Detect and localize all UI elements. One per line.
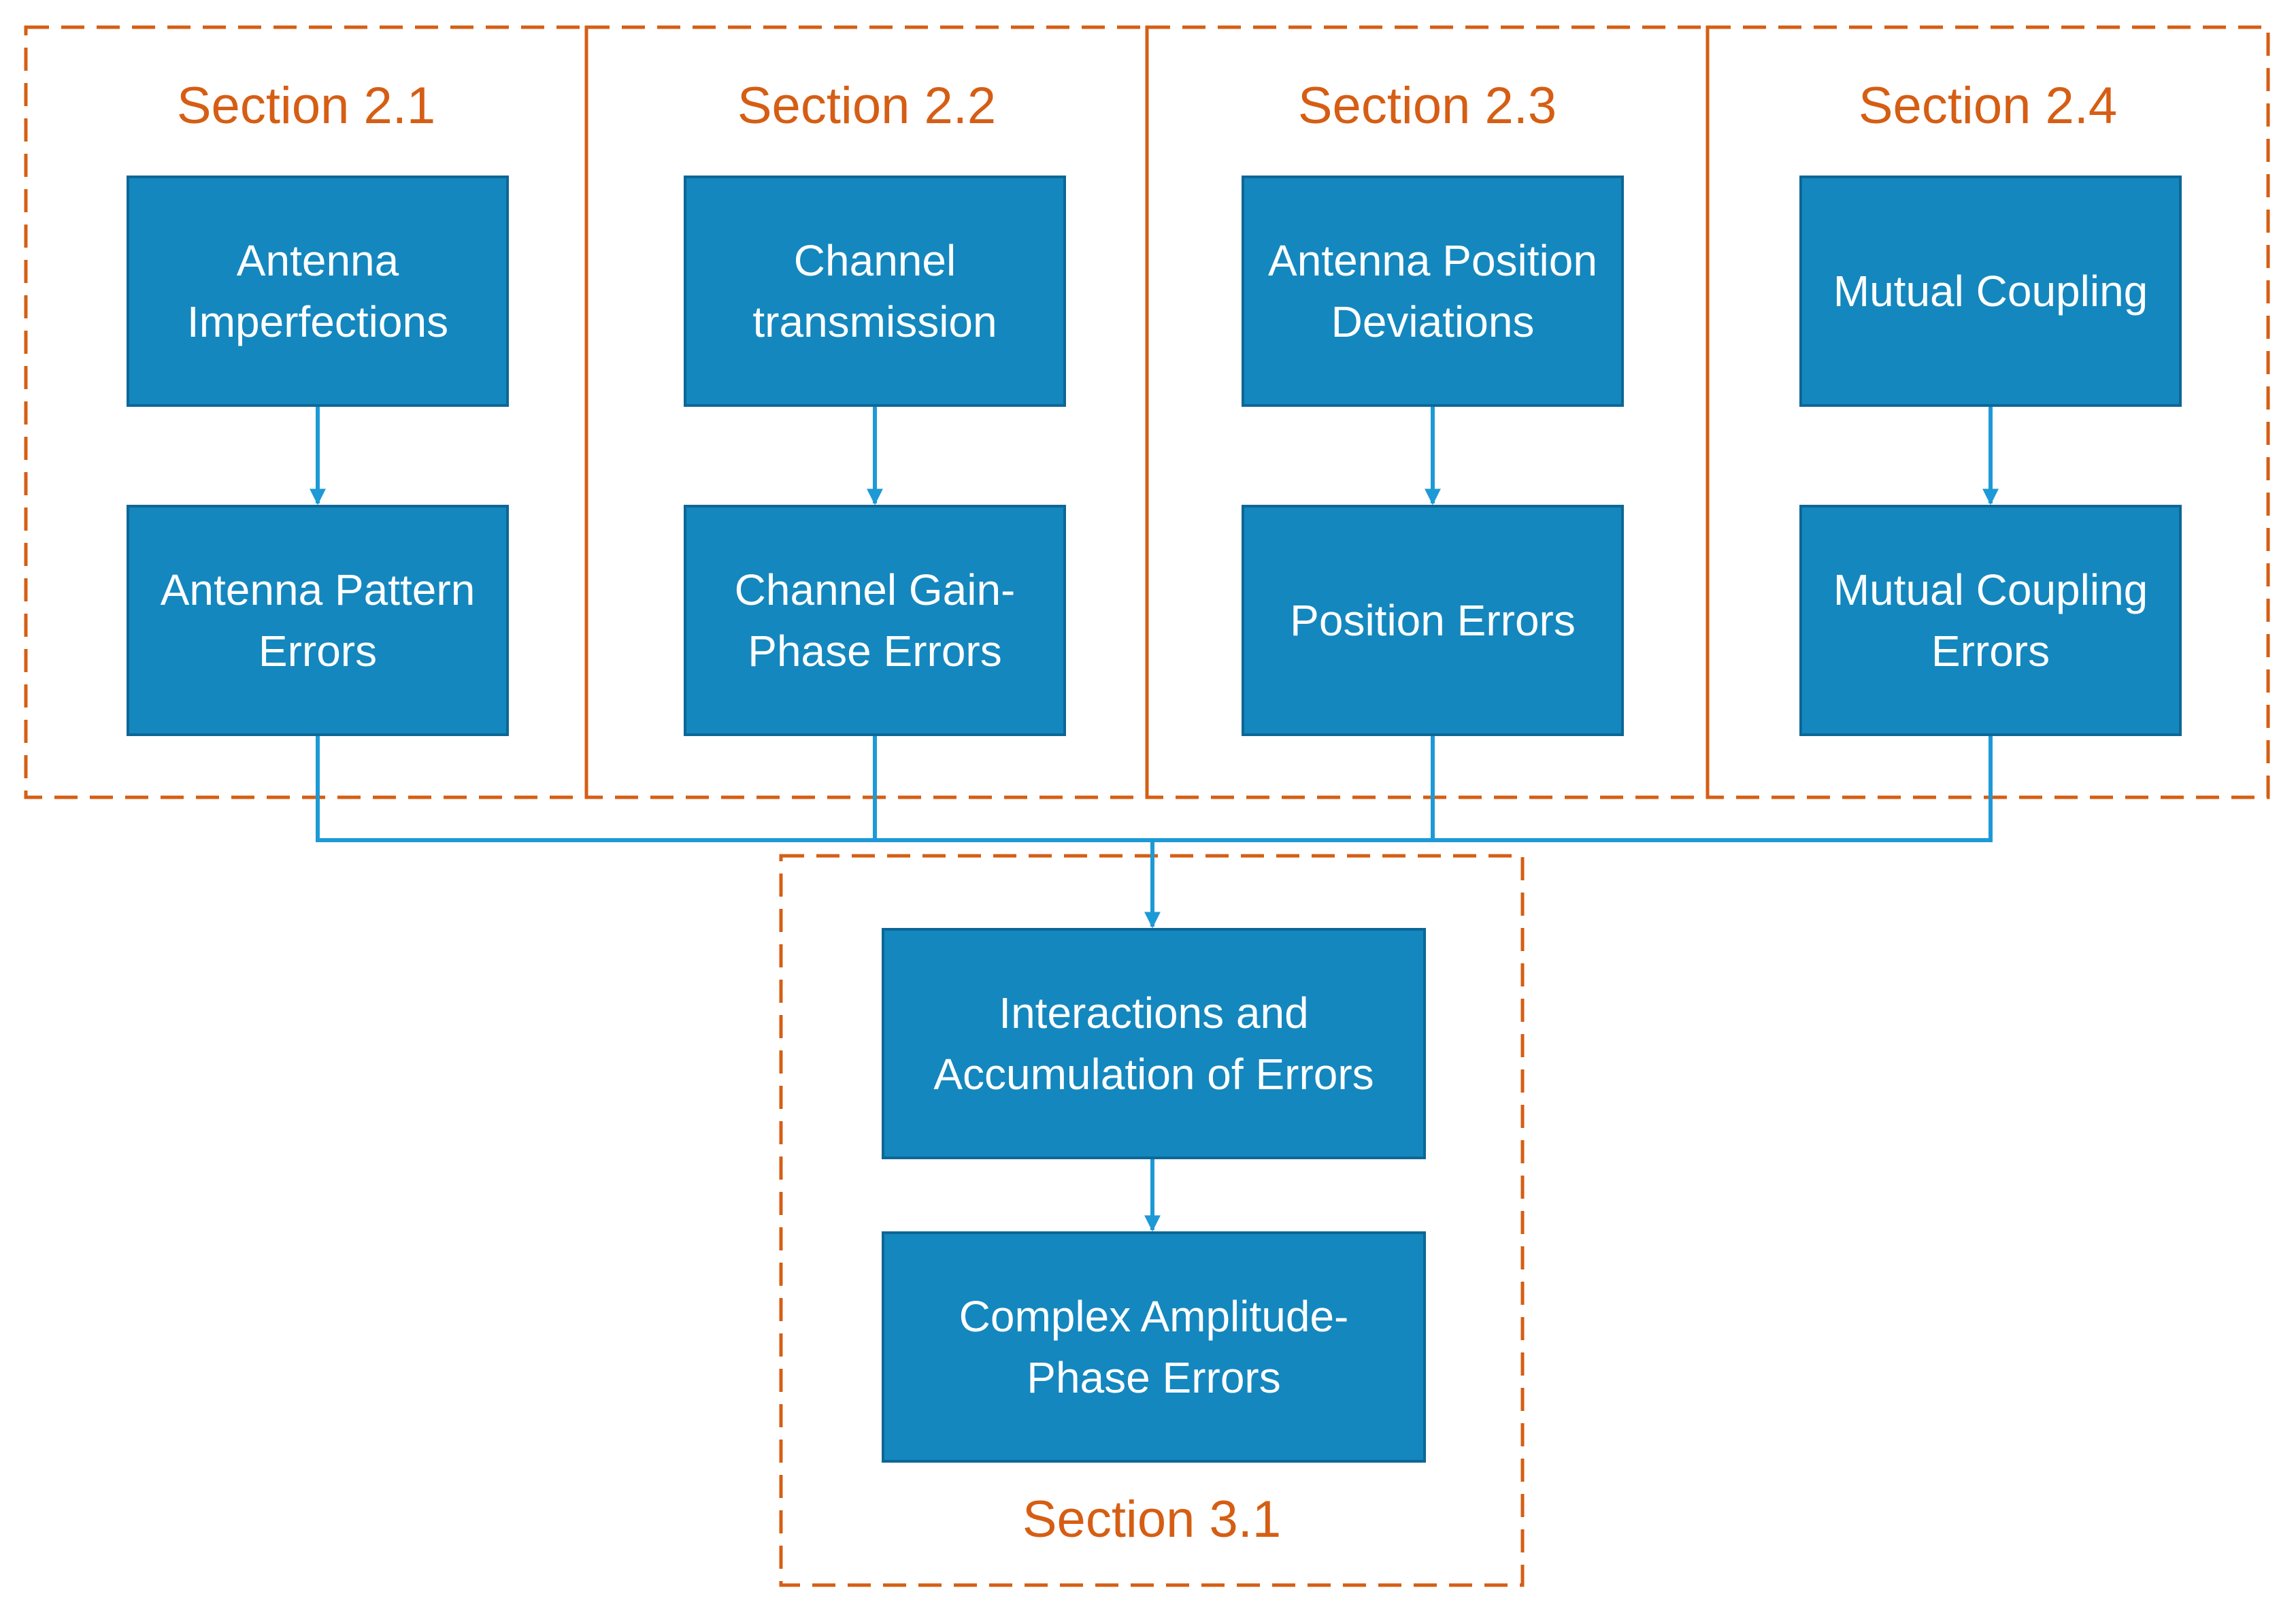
mutual-coupling-errors-text: Mutual Coupling Errors — [1833, 565, 2148, 676]
interactions-accumulation-text: Interactions and Accumulation of Errors — [933, 988, 1374, 1099]
section-2-4-border — [1706, 25, 2270, 799]
channel-transmission-node: Channel transmission — [684, 176, 1066, 407]
antenna-pattern-errors-text: Antenna Pattern Errors — [160, 565, 476, 676]
complex-amplitude-phase-errors-text: Complex Amplitude- Phase Errors — [959, 1292, 1349, 1402]
mutual-coupling-errors-node: Mutual Coupling Errors — [1799, 505, 2182, 736]
channel-transmission-text: Channel transmission — [752, 236, 997, 346]
complex-amplitude-phase-errors-node: Complex Amplitude- Phase Errors — [882, 1231, 1426, 1463]
antenna-pattern-errors-node: Antenna Pattern Errors — [127, 505, 509, 736]
mutual-coupling-text: Mutual Coupling — [1833, 267, 2148, 316]
interactions-accumulation-node: Interactions and Accumulation of Errors — [882, 928, 1426, 1159]
antenna-imperfections-text: Antenna Imperfections — [186, 236, 449, 346]
section-2-2-label: Section 2.2 — [737, 77, 997, 135]
mutual-coupling-node: Mutual Coupling — [1799, 176, 2182, 407]
section-2-3-label: Section 2.3 — [1297, 77, 1557, 135]
section-3-1-label: Section 3.1 — [1022, 1491, 1282, 1548]
channel-gain-phase-errors-text: Channel Gain- Phase Errors — [734, 565, 1016, 676]
antenna-position-deviations-node: Antenna Position Deviations — [1242, 176, 1624, 407]
section-2-2-border — [584, 25, 1149, 799]
channel-gain-phase-errors-node: Channel Gain- Phase Errors — [684, 505, 1066, 736]
antenna-imperfections-node: Antenna Imperfections — [127, 176, 509, 407]
section-2-1-label: Section 2.1 — [176, 77, 436, 135]
position-errors-text: Position Errors — [1290, 596, 1576, 645]
antenna-position-deviations-text: Antenna Position Deviations — [1268, 236, 1597, 346]
section-2-4-label: Section 2.4 — [1858, 77, 2118, 135]
section-2-1-border — [24, 25, 588, 799]
section-2-3-border — [1145, 25, 1710, 799]
position-errors-node: Position Errors — [1242, 505, 1624, 736]
